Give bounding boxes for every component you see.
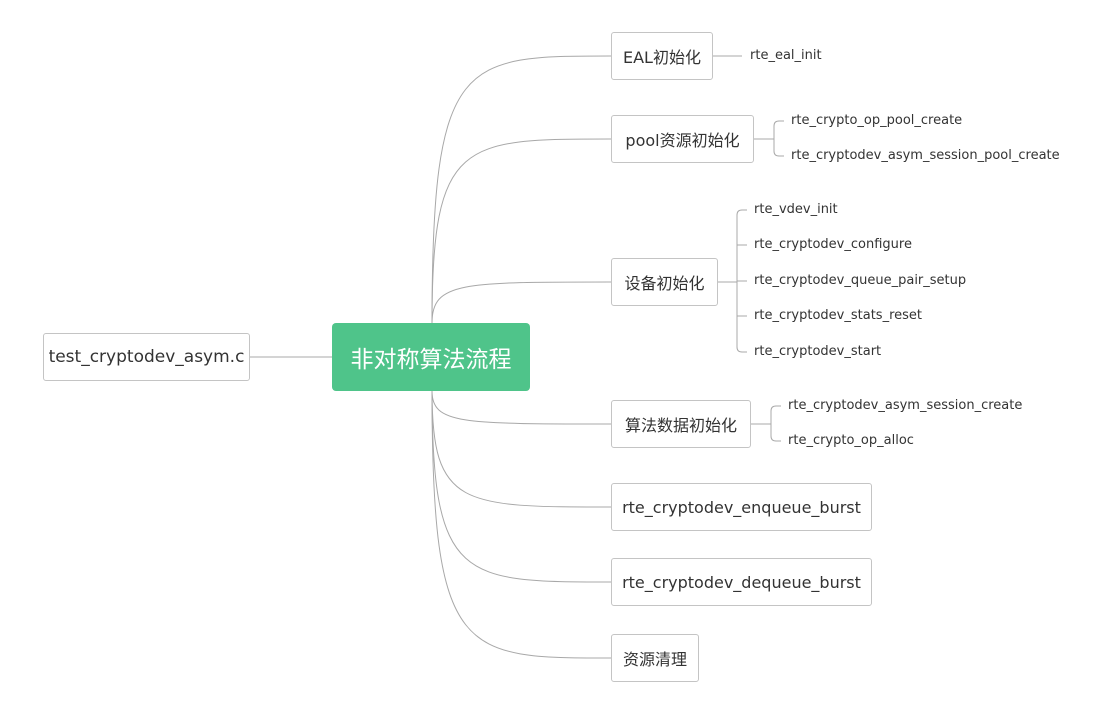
branch-pool-init[interactable]: pool资源初始化 bbox=[611, 115, 754, 163]
branch-label: 设备初始化 bbox=[624, 274, 705, 293]
file-node-label: test_cryptodev_asym.c bbox=[48, 347, 245, 367]
leaf-cryptodev-start[interactable]: rte_cryptodev_start bbox=[754, 344, 882, 359]
branch-label: rte_cryptodev_enqueue_burst bbox=[622, 497, 861, 517]
link-root-branch-6 bbox=[431, 390, 612, 659]
leaf-cryptodev-configure[interactable]: rte_cryptodev_configure bbox=[754, 237, 912, 252]
link-root-branch-1 bbox=[431, 138, 612, 324]
branch-resource-cleanup[interactable]: 资源清理 bbox=[611, 634, 699, 682]
leaf-vdev-init[interactable]: rte_vdev_init bbox=[754, 202, 838, 217]
branch-device-init[interactable]: 设备初始化 bbox=[611, 258, 718, 306]
link-algo-bracket bbox=[770, 405, 777, 442]
branch-eal-init[interactable]: EAL初始化 bbox=[611, 32, 713, 80]
file-node[interactable]: test_cryptodev_asym.c bbox=[43, 333, 250, 381]
leaf-asym-session-pool-create[interactable]: rte_cryptodev_asym_session_pool_create bbox=[791, 148, 1060, 163]
leaf-op-pool-create[interactable]: rte_crypto_op_pool_create bbox=[791, 113, 963, 128]
branch-label: EAL初始化 bbox=[623, 48, 701, 67]
leaf-queue-pair-setup[interactable]: rte_cryptodev_queue_pair_setup bbox=[754, 273, 967, 288]
branch-enqueue-burst[interactable]: rte_cryptodev_enqueue_burst bbox=[611, 483, 872, 531]
branch-label: 资源清理 bbox=[622, 650, 687, 669]
link-root-branch-4 bbox=[431, 390, 612, 508]
link-root-branch-0 bbox=[431, 55, 612, 324]
leaf-stats-reset[interactable]: rte_cryptodev_stats_reset bbox=[754, 308, 923, 323]
link-root-branch-3 bbox=[431, 390, 612, 425]
branch-label: rte_cryptodev_dequeue_burst bbox=[622, 572, 861, 592]
leaf-rte-eal-init[interactable]: rte_eal_init bbox=[750, 48, 822, 63]
branch-label: 算法数据初始化 bbox=[624, 416, 737, 435]
link-root-branch-5 bbox=[431, 390, 612, 583]
branch-algo-data-init[interactable]: 算法数据初始化 bbox=[611, 400, 751, 448]
branch-label: pool资源初始化 bbox=[625, 131, 740, 150]
root-node[interactable]: 非对称算法流程 bbox=[332, 323, 530, 391]
branch-dequeue-burst[interactable]: rte_cryptodev_dequeue_burst bbox=[611, 558, 872, 606]
root-node-label: 非对称算法流程 bbox=[350, 347, 512, 373]
leaf-op-alloc[interactable]: rte_crypto_op_alloc bbox=[788, 433, 914, 448]
leaf-asym-session-create[interactable]: rte_cryptodev_asym_session_create bbox=[788, 398, 1023, 413]
link-pool-bracket bbox=[773, 120, 780, 157]
link-root-branch-2 bbox=[431, 281, 612, 324]
